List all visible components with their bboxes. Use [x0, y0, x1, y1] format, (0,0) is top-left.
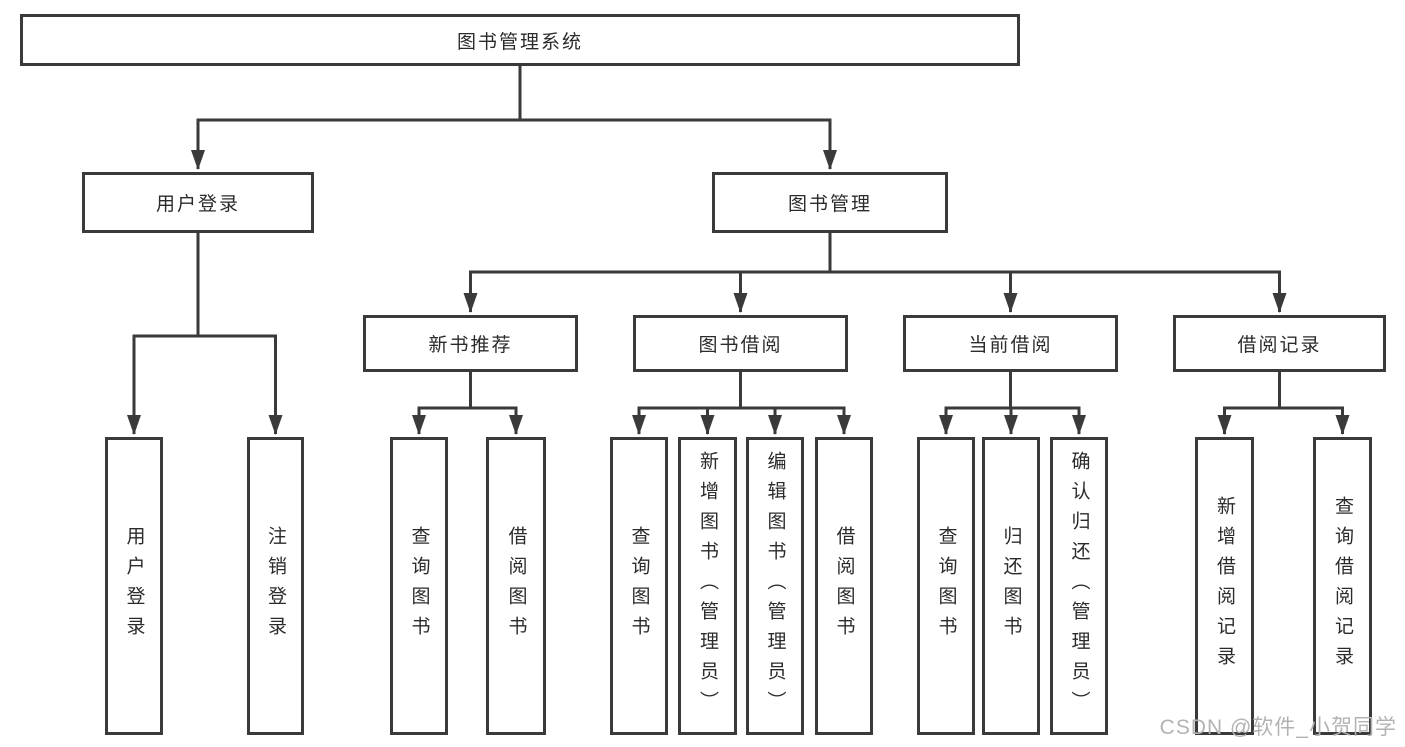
leaf-user-login-label: 用户登录	[123, 526, 145, 646]
leaf-borrow-books-2-label: 借阅图书	[833, 526, 855, 646]
leaf-query-books-2-label: 查询图书	[628, 526, 650, 646]
leaf-add-book-admin-label: 新增图书（管理员）	[697, 451, 718, 721]
leaf-edit-book-admin-label: 编辑图书（管理员）	[764, 451, 786, 721]
node-root: 图书管理系统	[20, 14, 1020, 66]
leaf-query-books-2: 查询图书	[610, 437, 668, 735]
node-current-borrow: 当前借阅	[903, 315, 1118, 372]
leaf-return-book: 归还图书	[982, 437, 1040, 735]
node-borrow-records: 借阅记录	[1173, 315, 1386, 372]
node-current-borrow-label: 当前借阅	[968, 335, 1053, 356]
node-new-book-recommend: 新书推荐	[363, 315, 578, 372]
leaf-borrow-books-1-label: 借阅图书	[505, 526, 527, 646]
node-new-book-recommend-label: 新书推荐	[428, 335, 513, 356]
node-root-label: 图书管理系统	[456, 31, 583, 53]
leaf-borrow-books-2: 借阅图书	[815, 437, 873, 735]
leaf-add-borrow-record: 新增借阅记录	[1195, 437, 1254, 735]
csdn-watermark: CSDN @软件_小贺同学	[1159, 716, 1397, 739]
leaf-add-borrow-record-label: 新增借阅记录	[1214, 496, 1235, 676]
leaf-user-login: 用户登录	[105, 437, 163, 735]
leaf-logout-label: 注销登录	[265, 526, 286, 646]
leaf-query-books-1: 查询图书	[390, 437, 448, 735]
leaf-query-books-1-label: 查询图书	[408, 526, 430, 646]
leaf-confirm-return-admin: 确认归还（管理员）	[1050, 437, 1108, 735]
node-book-management: 图书管理	[712, 172, 948, 233]
leaf-confirm-return-admin-label: 确认归还（管理员）	[1068, 451, 1090, 721]
node-user-login-label: 用户登录	[155, 194, 240, 215]
leaf-borrow-books-1: 借阅图书	[486, 437, 546, 735]
node-user-login: 用户登录	[82, 172, 314, 233]
node-book-borrow: 图书借阅	[633, 315, 848, 372]
node-borrow-records-label: 借阅记录	[1237, 335, 1322, 356]
leaf-edit-book-admin: 编辑图书（管理员）	[746, 437, 804, 735]
leaf-return-book-label: 归还图书	[1000, 526, 1022, 646]
leaf-query-borrow-record: 查询借阅记录	[1313, 437, 1372, 735]
leaf-query-books-3: 查询图书	[917, 437, 975, 735]
leaf-query-books-3-label: 查询图书	[935, 526, 957, 646]
leaf-query-borrow-record-label: 查询借阅记录	[1332, 496, 1353, 676]
leaf-logout: 注销登录	[247, 437, 304, 735]
leaf-add-book-admin: 新增图书（管理员）	[678, 437, 737, 735]
node-book-borrow-label: 图书借阅	[698, 335, 783, 356]
node-book-management-label: 图书管理	[787, 194, 872, 215]
